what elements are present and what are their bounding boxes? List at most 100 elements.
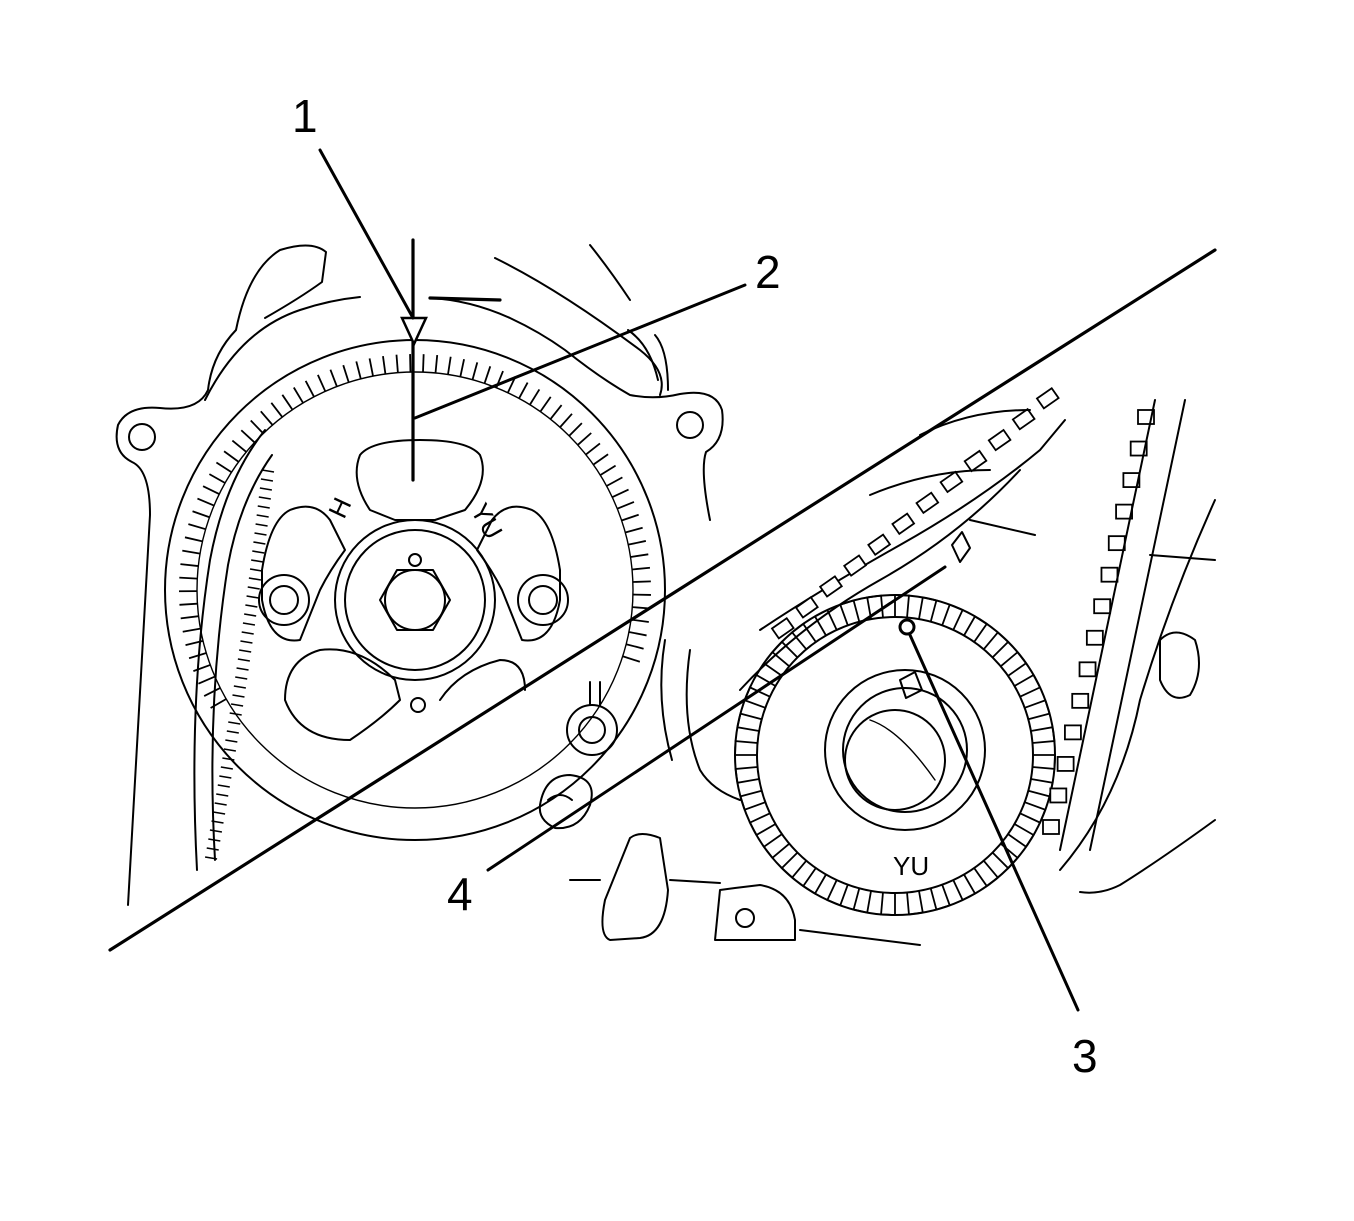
crankshaft-timing-mark xyxy=(898,618,916,636)
housing-contour-b xyxy=(589,244,631,301)
block-line-b xyxy=(669,879,721,884)
gear-tooth xyxy=(631,566,651,571)
gear-tooth xyxy=(193,664,211,672)
belt-left-inner xyxy=(211,454,273,861)
gear-tooth xyxy=(539,396,552,413)
camshaft-mark-yu: YU xyxy=(465,498,509,544)
gear-tooth xyxy=(368,358,374,377)
gear-tooth xyxy=(252,550,265,554)
gear-tooth xyxy=(192,510,210,519)
block-tab-hole xyxy=(735,908,755,928)
gear-tooth xyxy=(256,514,269,518)
belt-tooth xyxy=(794,596,819,619)
gear-tooth xyxy=(206,847,219,851)
crank-sprocket-outer xyxy=(734,594,1056,916)
stud-upper-post xyxy=(589,681,601,706)
gear-tooth xyxy=(209,829,223,833)
gear-tooth xyxy=(222,757,235,761)
belt-tooth xyxy=(1064,724,1082,741)
hub-pin-top xyxy=(408,553,422,567)
gear-tooth xyxy=(630,553,649,558)
gear-tooth xyxy=(549,404,563,420)
gear-tooth xyxy=(395,354,399,373)
gear-tooth xyxy=(918,596,938,622)
gear-tooth xyxy=(255,523,268,527)
callout-label-1: 1 xyxy=(292,90,318,142)
stud-lower xyxy=(538,774,593,830)
belt-tooth xyxy=(1071,692,1090,709)
sprocket-window-bottom xyxy=(284,648,401,741)
stud-upper-inner xyxy=(578,716,606,744)
sprocket-bottom-hole xyxy=(410,697,426,713)
gear-tooth xyxy=(270,402,284,418)
bolt-hole-left xyxy=(128,423,156,451)
belt-teeth-left xyxy=(204,469,275,860)
gear-tooth xyxy=(906,890,924,916)
gear-tooth xyxy=(585,442,601,456)
crank-keyway xyxy=(899,671,923,699)
gear-tooth xyxy=(246,595,259,599)
crank-hub-ring xyxy=(842,687,968,813)
gear-tooth xyxy=(188,652,207,660)
gear-tooth xyxy=(260,478,274,482)
belt-tooth xyxy=(1085,629,1104,646)
right-housing-curve-a xyxy=(1059,499,1216,871)
gear-tooth xyxy=(459,358,465,377)
bolt-right-inner xyxy=(528,585,558,615)
gear-tooth xyxy=(317,374,327,392)
gear-tooth xyxy=(202,485,220,495)
gear-tooth xyxy=(253,541,266,545)
gear-tooth xyxy=(630,618,649,623)
callout-4-leader xyxy=(486,565,947,872)
stud-lower-inner xyxy=(547,794,573,801)
belt-tooth xyxy=(1093,598,1112,615)
gear-tooth xyxy=(179,602,198,606)
housing-contour-d xyxy=(654,334,669,391)
gear-tooth xyxy=(229,712,242,716)
crank-hub-shade xyxy=(869,719,936,781)
view-divider-line xyxy=(108,248,1217,952)
belt-teeth-right xyxy=(1042,409,1155,835)
gear-tooth xyxy=(197,497,215,507)
gear-tooth xyxy=(622,655,641,663)
belt-tooth xyxy=(1011,407,1036,431)
gear-tooth xyxy=(237,658,250,662)
crank-hub-outer xyxy=(824,669,986,831)
hub-inner xyxy=(344,529,486,671)
housing-right-outline xyxy=(429,297,724,521)
right-housing-line xyxy=(1149,554,1216,561)
belt-right-edge-b xyxy=(1059,399,1156,851)
gear-tooth xyxy=(382,356,387,375)
belt-tooth xyxy=(1107,535,1126,552)
block-outline-left xyxy=(685,649,741,801)
housing-contour-c xyxy=(627,329,659,381)
upper-housing-curve-b xyxy=(919,409,1031,436)
gear-tooth xyxy=(245,604,258,608)
gear-tooth xyxy=(471,362,479,380)
gear-tooth xyxy=(434,354,439,374)
sprocket-teeth xyxy=(178,354,651,709)
gear-tooth xyxy=(422,354,425,373)
gear-tooth xyxy=(632,580,651,583)
sprocket-window-left xyxy=(261,505,346,642)
gear-tooth xyxy=(621,513,639,522)
sprocket-outer-ring xyxy=(164,339,666,841)
gear-tooth xyxy=(223,450,240,463)
gear-tooth xyxy=(342,364,350,383)
gear-tooth xyxy=(208,473,226,484)
belt-tooth xyxy=(1056,756,1075,772)
gear-tooth xyxy=(188,523,206,531)
gear-tooth xyxy=(239,649,252,653)
hub-shaft xyxy=(384,569,446,631)
gear-tooth xyxy=(625,643,644,650)
block-line-c xyxy=(799,929,921,946)
gear-tooth xyxy=(625,526,643,534)
callout-label-2: 2 xyxy=(755,246,781,298)
gear-tooth xyxy=(293,387,304,404)
gear-tooth xyxy=(220,766,233,770)
belt-tooth xyxy=(1122,472,1141,488)
gear-tooth xyxy=(258,496,271,500)
gear-tooth xyxy=(240,429,256,444)
right-housing-line-b xyxy=(969,519,1036,536)
block-tab xyxy=(714,884,796,941)
